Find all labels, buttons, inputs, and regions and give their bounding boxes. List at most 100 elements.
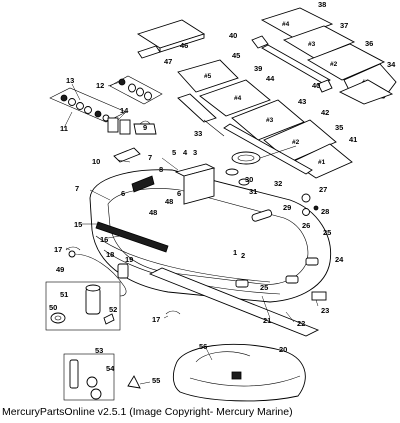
callout-49: 49 [56,265,64,274]
copyright-caption: MercuryPartsOnline v2.5.1 (Image Copyrig… [2,406,293,418]
callout-48: 48 [149,208,157,217]
bow-piece[interactable] [338,79,394,105]
exploded-parts-diagram: #4 #3 #2 #1 #5 #4 #3 #2 #1 [45,0,397,402]
callout-34: 34 [387,60,396,69]
callout-14: 14 [120,106,129,115]
floor-board-43-label: #3 [266,117,274,124]
callout-17: 17 [54,245,62,254]
stringer-35[interactable] [223,123,313,175]
repair-kit-54[interactable] [69,359,102,400]
floor-board-44[interactable]: #4 [199,79,271,117]
patch-55[interactable] [127,375,141,389]
callout-44: 44 [266,74,275,83]
callout-42: 42 [321,108,329,117]
callout-18: 18 [106,250,114,259]
callout-24: 24 [335,255,344,264]
callout-21: 21 [263,316,271,325]
callout-17b: 17 [152,315,160,324]
keel-guard-17[interactable] [65,246,181,315]
oar-lock-32[interactable] [231,145,297,165]
plate-10[interactable] [113,147,141,163]
callout-53: 53 [95,346,103,355]
stringer-39[interactable] [261,44,331,85]
callout-19: 19 [125,255,133,264]
callouts: 1 2 3 4 5 6 6 7 7 8 9 10 11 12 13 14 15 … [49,0,396,385]
pump-hose-50[interactable] [50,312,66,324]
floor-board-41-label: #1 [318,159,326,166]
repair-kit-box-53 [63,353,115,401]
floor-board-36[interactable]: #2 [306,43,386,81]
seat-strap-6[interactable] [131,175,155,193]
callout-7b: 7 [75,184,79,193]
callout-52: 52 [109,305,117,314]
callout-55: 55 [152,376,160,385]
callout-22: 22 [297,319,305,328]
transom-23[interactable] [311,291,327,301]
callout-39: 39 [254,64,262,73]
callout-9: 9 [143,123,147,132]
callout-16: 16 [100,235,108,244]
callout-40b: 40 [312,81,320,90]
callout-6: 6 [121,189,125,198]
floor-board-44-label: #4 [234,95,242,102]
floor-board-43[interactable]: #3 [231,99,305,141]
valve-parts-12[interactable] [109,75,163,105]
floor-board-37-label: #3 [308,41,316,48]
pump-kit-box-49 [45,281,121,331]
carry-handle-29[interactable] [235,209,319,288]
callout-46: 46 [180,41,188,50]
callout-27: 27 [319,185,327,194]
clamp-14[interactable] [107,117,131,135]
callout-31: 31 [249,187,257,196]
callout-20: 20 [279,345,287,354]
callout-11: 11 [60,124,68,133]
callout-50: 50 [49,303,57,312]
callout-51: 51 [60,290,68,299]
tow-ring-19[interactable] [117,263,129,279]
callout-28: 28 [321,207,329,216]
valve-30-31[interactable] [225,168,250,186]
callout-25b: 25 [260,283,268,292]
bench-seat[interactable] [174,163,216,205]
floor-board-37[interactable]: #3 [282,25,356,59]
oar-33[interactable] [177,93,225,137]
callout-1: 1 [233,248,237,257]
seat-bracket-47[interactable] [137,45,161,59]
handle-9[interactable] [133,120,157,135]
callout-56: 56 [199,342,207,351]
callout-54: 54 [106,364,115,373]
callout-5: 5 [172,148,176,157]
callout-6b: 6 [177,189,181,198]
floor-board-42-label: #2 [292,139,300,146]
callout-23: 23 [321,306,329,315]
callout-26: 26 [302,221,310,230]
callout-8: 8 [159,165,163,174]
floor-board-36-label: #2 [330,61,338,68]
bow-cap-40[interactable] [251,35,333,93]
callout-25: 25 [323,228,331,237]
callout-43: 43 [298,97,306,106]
floor-board-38[interactable]: #4 [260,7,334,39]
rope-18[interactable] [68,250,127,297]
callout-33: 33 [194,129,202,138]
callout-40: 40 [229,31,237,40]
floor-board-45[interactable]: #5 [177,59,239,93]
rub-strip-20[interactable] [148,267,320,337]
callout-32: 32 [274,179,282,188]
tube-stripe-15 [95,221,169,253]
storage-bag-56[interactable] [172,343,306,402]
callout-38: 38 [318,0,326,9]
foot-pump-51[interactable] [85,284,101,315]
callout-37: 37 [340,21,348,30]
callout-12: 12 [96,81,104,90]
callout-4: 4 [183,148,188,157]
callout-47: 47 [164,57,172,66]
callout-29: 29 [283,203,291,212]
callout-15: 15 [74,220,82,229]
seat-46[interactable] [136,19,206,53]
pump-adapter-52[interactable] [103,313,115,325]
valve-kit-11[interactable] [49,87,127,123]
fittings-27-28[interactable] [301,193,319,216]
leader-lines [63,81,319,385]
callout-10: 10 [92,157,100,166]
